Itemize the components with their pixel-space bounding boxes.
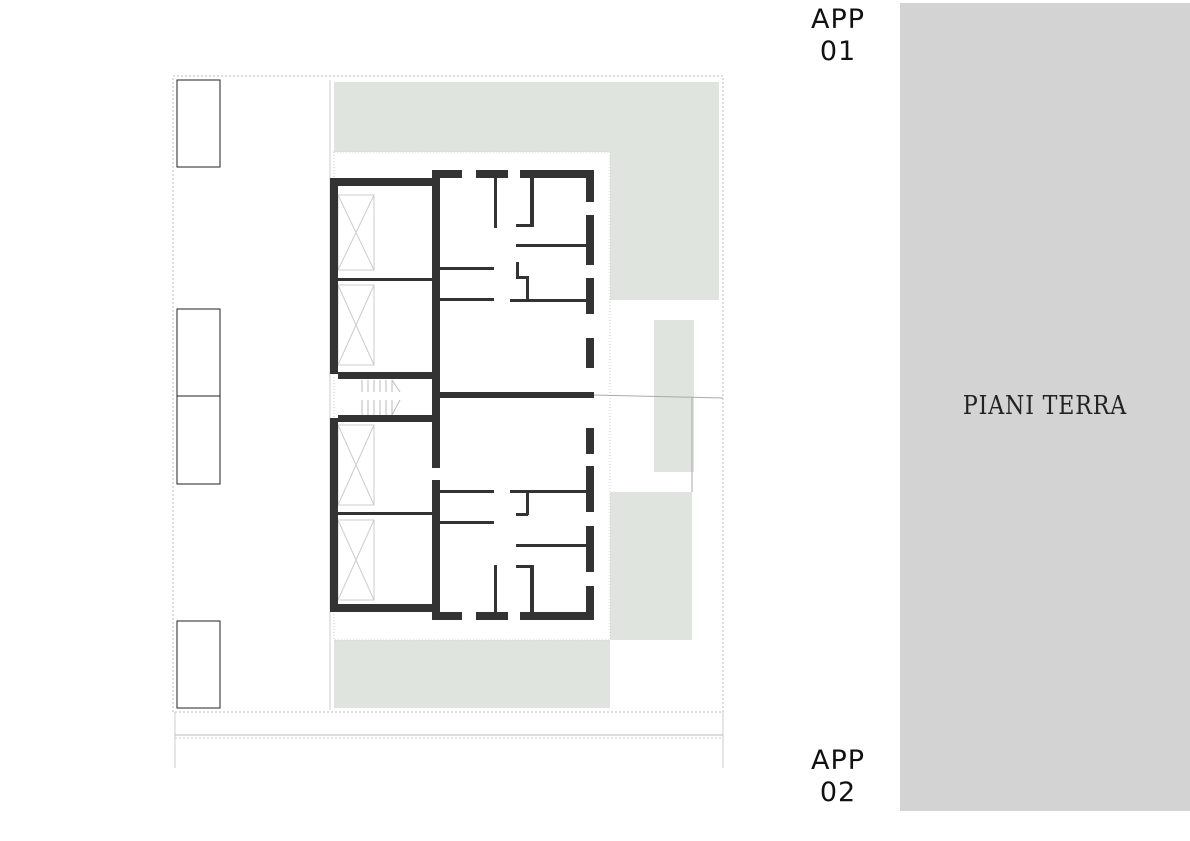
- parking-stalls: [176, 79, 221, 709]
- app-02-line2: 02: [819, 777, 857, 808]
- site-boundary: [172, 75, 724, 713]
- app-02-label: APP 02: [798, 745, 878, 809]
- app-02-line1: APP: [810, 745, 866, 776]
- title-panel: PIANI TERRA: [900, 3, 1190, 811]
- staircase: [361, 379, 401, 416]
- app-01-label: APP 01: [798, 4, 878, 68]
- walls: [330, 170, 594, 620]
- app-01-line2: 01: [819, 36, 857, 67]
- interior-walls: [338, 178, 586, 612]
- garden-areas: [334, 82, 719, 708]
- app-01-line1: APP: [810, 4, 866, 35]
- panel-title: PIANI TERRA: [962, 391, 1128, 421]
